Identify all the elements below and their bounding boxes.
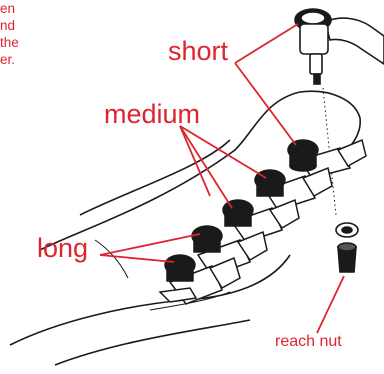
label-short: short <box>168 36 229 66</box>
label-reach-nut: reach nut <box>275 333 342 350</box>
label-long: long <box>37 233 89 263</box>
leader-lines <box>99 23 345 334</box>
label-medium: medium <box>104 99 201 129</box>
cropped-note-text: en nd the er. <box>0 1 19 67</box>
washer-and-nut <box>335 222 359 273</box>
detached-tuner <box>294 8 384 85</box>
